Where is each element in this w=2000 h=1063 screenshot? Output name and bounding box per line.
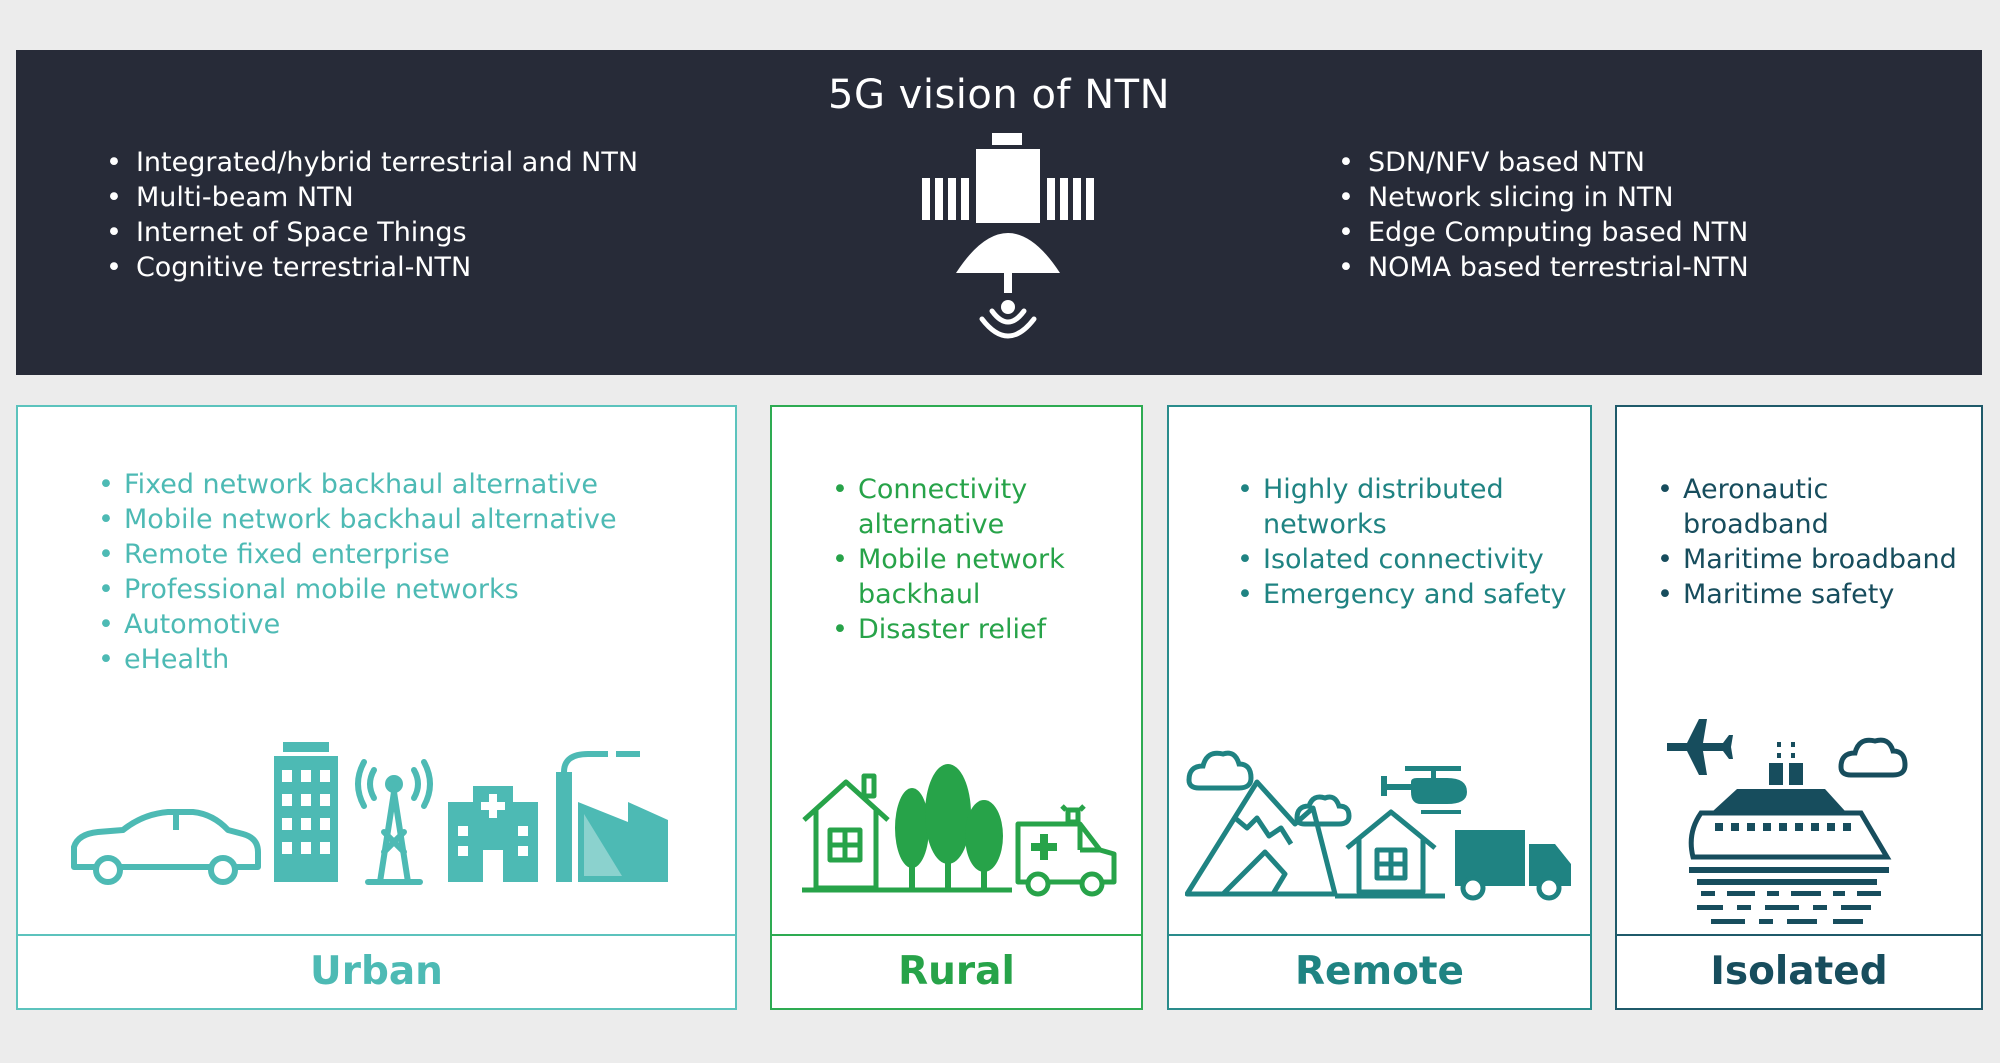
urban-list: Fixed network backhaul alternative Mobil… xyxy=(98,467,617,677)
factory-icon xyxy=(556,751,668,882)
list-item: eHealth xyxy=(98,642,617,677)
urban-label: Urban xyxy=(18,934,735,1008)
list-item: Mobile network backhaul xyxy=(832,542,1132,612)
list-item: NOMA based terrestrial-NTN xyxy=(1338,250,1749,285)
vision-list-left: Integrated/hybrid terrestrial and NTN Mu… xyxy=(106,145,638,285)
list-item: Automotive xyxy=(98,607,617,642)
cruise-ship-icon xyxy=(1688,742,1892,885)
list-item: Highly distributed networks xyxy=(1237,472,1577,542)
list-item: Cognitive terrestrial-NTN xyxy=(106,250,638,285)
office-building-icon xyxy=(274,742,338,882)
banner-title: 5G vision of NTN xyxy=(828,72,1170,118)
cloud-icon xyxy=(1186,750,1254,791)
remote-label: Remote xyxy=(1169,934,1590,1008)
cloud-icon xyxy=(1294,794,1352,827)
list-item: Connectivity alternative xyxy=(832,472,1132,542)
house-icon xyxy=(802,773,902,893)
airplane-icon xyxy=(1667,719,1733,775)
list-item: Integrated/hybrid terrestrial and NTN xyxy=(106,145,638,180)
house-icon xyxy=(1335,809,1445,899)
isolated-list: Aeronautic broadband Maritime broadband … xyxy=(1657,472,1977,612)
isolated-label: Isolated xyxy=(1617,934,1981,1008)
remote-list: Highly distributed networks Isolated con… xyxy=(1237,472,1577,612)
satellite-icon xyxy=(922,133,1094,339)
mountain-icon xyxy=(1185,779,1338,897)
list-item: Mobile network backhaul alternative xyxy=(98,502,617,537)
isolated-illustration xyxy=(1667,719,1908,924)
list-item: SDN/NFV based NTN xyxy=(1338,145,1749,180)
trees-icon xyxy=(890,764,1012,893)
list-item: Disaster relief xyxy=(832,612,1132,647)
radio-tower-icon xyxy=(355,759,433,885)
list-item: Internet of Space Things xyxy=(106,215,638,250)
truck-icon xyxy=(1455,830,1571,901)
ambulance-icon xyxy=(1015,804,1117,897)
waves-icon xyxy=(1697,891,1881,924)
list-item: Isolated connectivity xyxy=(1237,542,1577,577)
list-item: Multi-beam NTN xyxy=(106,180,638,215)
helicopter-icon xyxy=(1381,766,1467,814)
car-icon xyxy=(71,809,261,885)
rural-label: Rural xyxy=(772,934,1141,1008)
list-item: Aeronautic broadband xyxy=(1657,472,1977,542)
list-item: Professional mobile networks xyxy=(98,572,617,607)
list-item: Remote fixed enterprise xyxy=(98,537,617,572)
list-item: Fixed network backhaul alternative xyxy=(98,467,617,502)
urban-panel: Fixed network backhaul alternative Mobil… xyxy=(16,405,737,1010)
list-item: Edge Computing based NTN xyxy=(1338,215,1749,250)
remote-panel: Highly distributed networks Isolated con… xyxy=(1167,405,1592,1010)
remote-illustration xyxy=(1185,750,1571,901)
list-item: Maritime broadband xyxy=(1657,542,1977,577)
list-item: Network slicing in NTN xyxy=(1338,180,1749,215)
vision-banner: 5G vision of NTN Integrated/hybrid terre… xyxy=(16,50,1982,375)
rural-illustration xyxy=(802,764,1117,897)
vision-list-right: SDN/NFV based NTN Network slicing in NTN… xyxy=(1338,145,1749,285)
cloud-icon xyxy=(1838,737,1908,778)
urban-illustration xyxy=(71,742,668,885)
hospital-icon xyxy=(448,786,538,882)
isolated-panel: Aeronautic broadband Maritime broadband … xyxy=(1615,405,1983,1010)
list-item: Emergency and safety xyxy=(1237,577,1577,612)
rural-list: Connectivity alternative Mobile network … xyxy=(832,472,1132,647)
list-item: Maritime safety xyxy=(1657,577,1977,612)
rural-panel: Connectivity alternative Mobile network … xyxy=(770,405,1143,1010)
